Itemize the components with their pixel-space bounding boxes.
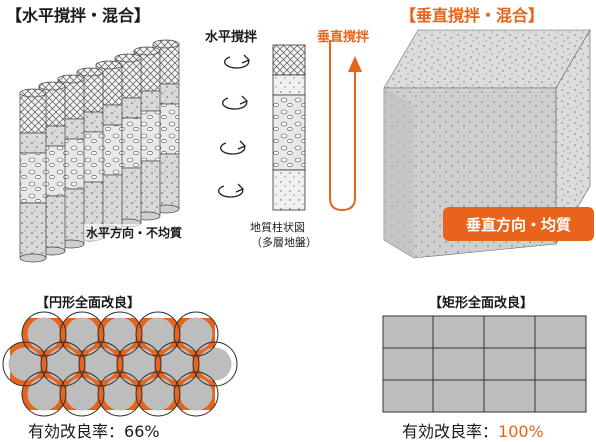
rect-rate-line: 有効改良率：100% [402,418,544,442]
rect-section-title: 【矩形全面改良】 [429,296,534,311]
nonuniform-label: 水平方向・不均質 [84,224,185,241]
horizontal-mixing-columns [19,39,180,263]
geological-column [272,44,306,211]
improvement-circle [179,317,213,351]
improvement-circle [122,347,156,381]
circle-rate-line: 有効改良率：66% [28,418,160,442]
improvement-circle [103,377,137,411]
improvement-circle [27,317,61,351]
improvement-circle [84,347,118,381]
improvement-circle [179,377,213,411]
rectangle-improvement-pattern [382,315,587,413]
uniform-block [383,28,591,259]
improvement-circle [103,317,137,351]
rect-rate-value: 100% [498,422,544,441]
improvement-circle [141,377,175,411]
improvement-circle [198,347,232,381]
column-caption-line2: （多層地盤） [251,236,317,249]
improvement-circle [8,347,42,381]
vertical-mixing-label: 垂直撹拌 [317,30,370,45]
circle-rate-value: 66% [124,422,160,441]
improvement-circle [65,317,99,351]
improvement-circle [65,377,99,411]
improvement-circle [160,347,194,381]
rotation-arrows [218,54,251,198]
horizontal-mixing-title: 【水平撹拌・混合】 [6,6,151,25]
circle-improvement-pattern [0,300,240,430]
improvement-circle [27,377,61,411]
vertical-mixing-arrow [329,40,362,212]
circle-rate-prefix: 有効改良率： [28,422,125,441]
rect-rate-prefix: 有効改良率： [402,422,499,441]
uniform-badge: 垂直方向・均質 [443,207,594,241]
improvement-circle [46,347,80,381]
vertical-mixing-title: 【垂直撹拌・混合】 [400,6,545,25]
horizontal-mixing-label: 水平撹拌 [205,30,258,45]
mixing-column [19,88,47,263]
column-caption-line1: 地質柱状図 [250,221,305,234]
improvement-circle [141,317,175,351]
circle-section-title: 【円形全面改良】 [36,296,141,311]
